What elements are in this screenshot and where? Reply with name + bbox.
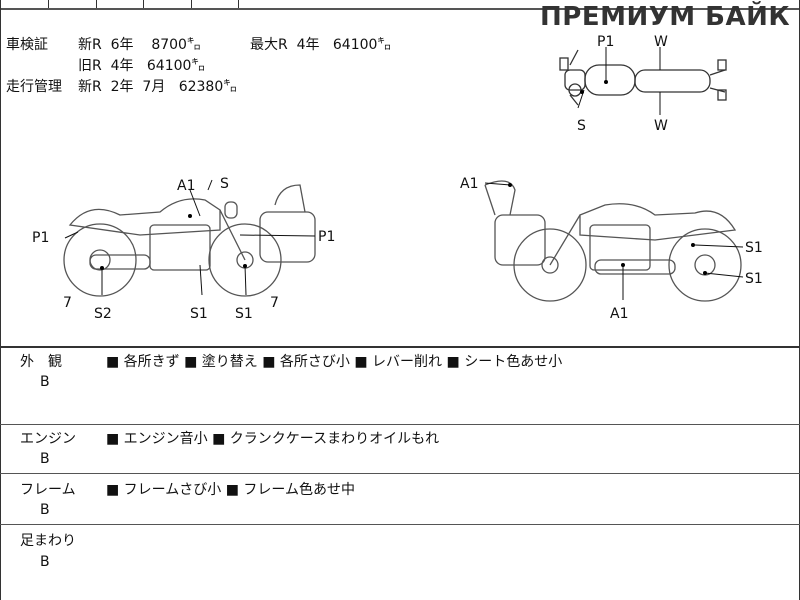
left-label-7-rear: 7 xyxy=(63,295,72,311)
top-view-diagram: P1 W S W xyxy=(559,34,727,134)
left-label-p1-front: P1 xyxy=(318,229,335,245)
registration-label: 車検証 xyxy=(6,37,48,53)
right-label-a1-bottom: A1 xyxy=(610,306,628,322)
left-label-7-front: 7 xyxy=(270,295,279,311)
watermark: ПРЕМИУМ БАЙК xyxy=(540,2,791,32)
section-name: エンジン xyxy=(20,431,76,447)
left-label-a1: A1 xyxy=(177,178,195,194)
right-label-s1: S1 xyxy=(745,240,763,256)
section-grade: B xyxy=(40,451,50,467)
section-grade: B xyxy=(40,554,50,570)
mileage-value: 新R 2年 7月 62380㌔ xyxy=(78,79,238,95)
right-label-s1-b: S1 xyxy=(745,271,763,287)
section-remarks: ■ エンジン音小 ■ クランクケースまわりオイルもれ xyxy=(106,431,440,447)
section-grade: B xyxy=(40,374,50,390)
top-label-p1: P1 xyxy=(597,34,614,50)
left-side-diagram: A1 S P1 P1 7 S2 S1 S1 7 xyxy=(32,176,335,322)
right-side-diagram: A1 S1 S1 A1 xyxy=(460,176,763,322)
registration-old: 旧R 4年 64100㌔ xyxy=(78,58,206,74)
section-name: フレーム xyxy=(20,482,76,498)
right-label-a1-top: A1 xyxy=(460,176,478,192)
left-label-s: S xyxy=(220,176,229,192)
left-label-p1-rear: P1 xyxy=(32,230,49,246)
section-grade: B xyxy=(40,502,50,518)
registration-max: 最大R 4年 64100㌔ xyxy=(250,37,392,53)
top-label-w: W xyxy=(654,34,668,50)
left-label-s1-b: S1 xyxy=(235,306,253,322)
section-remarks: ■ フレームさび小 ■ フレーム色あせ中 xyxy=(106,482,355,498)
mileage-label: 走行管理 xyxy=(6,79,62,95)
section-name: 足まわり xyxy=(20,533,76,549)
top-label-s: S xyxy=(577,118,586,134)
left-label-s1: S1 xyxy=(190,306,208,322)
section-name: 外 観 xyxy=(20,354,62,370)
section-remarks: ■ 各所きず ■ 塗り替え ■ 各所さび小 ■ レバー削れ ■ シート色あせ小 xyxy=(106,354,563,370)
registration-new: 新R 6年 8700㌔ xyxy=(78,37,201,53)
top-label-w2: W xyxy=(654,118,668,134)
left-label-s2: S2 xyxy=(94,306,112,322)
